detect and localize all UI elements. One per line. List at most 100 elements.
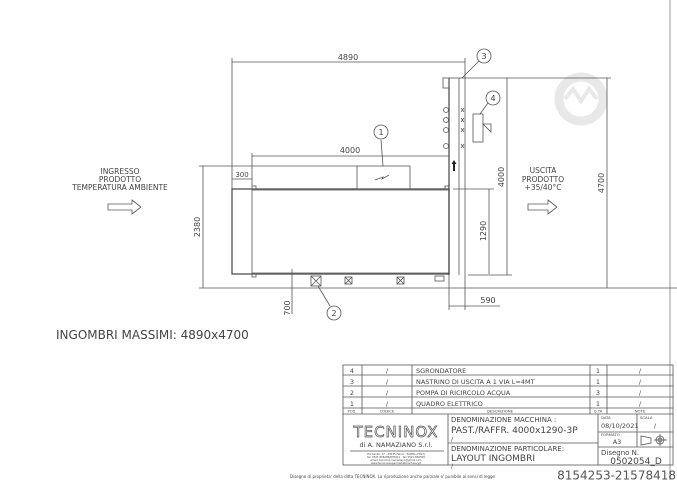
drawing-outlet-label-2: +35/40°C xyxy=(525,183,562,192)
dim-label-590: 590 xyxy=(480,296,495,305)
dim-label-2380: 2380 xyxy=(193,217,202,237)
title-block-address-2: email: tecninox.namaziano@gmail.com xyxy=(370,458,422,462)
dim-label-4700: 4700 xyxy=(597,173,606,193)
parts-list-rows-1-pos: 3 xyxy=(350,378,354,386)
title-block-drawing-no-label: Disegno N. xyxy=(601,449,639,457)
flow-arrow-icon xyxy=(451,160,457,171)
drawing-outlet-label-0: USCITA xyxy=(530,166,558,175)
company-name: di A. NAMAZIANO S.r.l. xyxy=(360,441,433,449)
parts-list-rows-3-description: QUADRO ELETTRICO xyxy=(416,400,483,408)
table-header: POS. CODICE DESCRIZIONE Q.TA NOTE xyxy=(348,409,646,414)
drawing-outlet-label-1: PRODOTTO xyxy=(522,175,564,184)
drip-unit xyxy=(472,113,492,143)
balloon-4: 4 xyxy=(479,90,501,115)
dim-label-700: 700 xyxy=(283,300,292,315)
parts-list-headers-notes: NOTE xyxy=(635,409,646,414)
parts-list-rows-0-code: / xyxy=(386,367,389,375)
parts-list-rows-1-notes: / xyxy=(639,378,642,386)
stamp-id: 8154253-21578418 xyxy=(557,469,676,480)
dim-label-300: 300 xyxy=(235,171,248,179)
electrical-panel xyxy=(356,139,411,190)
parts-list-rows-1-code: / xyxy=(386,378,389,386)
parts-list-rows-3-pos: 1 xyxy=(350,400,354,408)
machine-label: DENOMINAZIONE MACCHINA : xyxy=(451,416,556,424)
outlet-label: USCITA PRODOTTO +35/40°C xyxy=(522,166,564,215)
title-block-address-3: www.tecninoxsupermarketmachineryit xyxy=(371,461,421,465)
dim-outfeed-length: 4000 xyxy=(465,77,611,275)
dim-overall-width: 4890 xyxy=(231,53,466,189)
parts-list-rows-1-description: NASTRINO DI USCITA A 1 VIA L=4MT xyxy=(416,378,535,386)
parts-list-rows-0-pos: 4 xyxy=(350,367,354,375)
company-address: Via Canile, 27 - 43035 Felino - PARMA (I… xyxy=(367,452,425,465)
parts-list-headers-qty: Q.TA xyxy=(594,409,603,414)
drawing-balloons-0: 1 xyxy=(378,128,383,137)
title-block-scale-label: SCALA xyxy=(640,415,653,420)
dim-overall-height-right: 4700 xyxy=(597,78,608,288)
dim-label-4890: 4890 xyxy=(338,53,358,62)
inlet-label: INGRESSO PRODOTTO TEMPERATURA AMBIENTE xyxy=(71,167,168,215)
dim-label-1290: 1290 xyxy=(479,221,488,241)
table-row: 1 / QUADRO ELETTRICO 1 / xyxy=(350,400,642,408)
parts-list-rows-0-qty: 1 xyxy=(596,367,600,375)
title-block: TECNINOX di A. NAMAZIANO S.r.l. Via Cani… xyxy=(290,414,676,480)
parts-list-rows-3-qty: 1 xyxy=(596,400,600,408)
projection-symbol-icon xyxy=(640,434,667,446)
drawing-balloons-2: 3 xyxy=(481,52,486,61)
tunnel-outline xyxy=(231,185,450,278)
parts-list-rows-3-code: / xyxy=(386,400,389,408)
drawing-inlet-label-2: TEMPERATURA AMBIENTE xyxy=(71,183,168,192)
dim-clearance: 700 xyxy=(283,269,293,316)
format-value: A3 xyxy=(613,438,622,446)
drawing-inlet-label-1: PRODOTTO xyxy=(99,175,141,184)
dim-tunnel-length: 4000 xyxy=(251,146,449,186)
title-block-part-extra: / xyxy=(451,462,454,470)
dim-label-4000: 4000 xyxy=(340,146,360,155)
parts-list-rows-2-qty: 3 xyxy=(596,389,600,397)
parts-list-rows-2-pos: 2 xyxy=(350,389,354,397)
dim-offset: 300 xyxy=(232,171,252,180)
parts-list-rows-2-notes: / xyxy=(639,389,642,397)
parts-list-rows-1-qty: 1 xyxy=(596,378,600,386)
inlet-arrow-icon xyxy=(107,199,142,215)
balloon-3: 3 xyxy=(461,48,492,79)
tecninox-logo: TECNINOX xyxy=(352,423,438,441)
parts-list-headers-description: DESCRIZIONE xyxy=(487,409,514,414)
outfeed-conveyor xyxy=(442,77,466,275)
parts-list-headers-pos: POS. xyxy=(348,409,357,414)
dim-overall-height-left: 2380 xyxy=(193,165,677,289)
dim-outfeed-width: 590 xyxy=(448,275,500,310)
parts-list-rows-0-notes: / xyxy=(639,367,642,375)
parts-list-rows-2-code: / xyxy=(386,389,389,397)
table-row: 4 / SGRONDATORE 1 / xyxy=(350,367,642,375)
part-value: LAYOUT INGOMBRI xyxy=(451,454,535,464)
pumps xyxy=(310,275,445,307)
parts-list-rows-3-notes: / xyxy=(639,400,642,408)
balloon-1: 1 xyxy=(373,124,389,140)
date-value: 08/10/2021 xyxy=(601,422,638,430)
title-block-date-label: DATA xyxy=(601,415,611,420)
table-row: 3 / NASTRINO DI USCITA A 1 VIA L=4MT 1 / xyxy=(350,378,642,386)
outlet-arrow-icon xyxy=(527,199,558,215)
title-block-address-1: tel. 0521.806286/835911 - fax 0521.83659… xyxy=(367,455,425,459)
footer-notice: Disegno di proprieta' della ditta TECNIN… xyxy=(290,474,496,479)
dim-label-4000-right: 4000 xyxy=(497,167,506,187)
part-label: DENOMINAZIONE PARTICOLARE: xyxy=(451,445,564,453)
title-block-scale-value: / xyxy=(654,422,657,430)
drawing-inlet-label-0: INGRESSO xyxy=(100,167,139,176)
balloon-2: 2 xyxy=(326,305,342,321)
parts-list-table: 4 / SGRONDATORE 1 / 3 / NASTRINO DI USCI… xyxy=(342,364,674,466)
table-row: 2 / POMPA DI RICIRCOLO ACQUA 3 / xyxy=(350,389,642,397)
machine-value: PAST./RAFFR. 4000x1290-3P xyxy=(451,426,578,436)
parts-list-rows-0-description: SGRONDATORE xyxy=(416,367,466,375)
watermark-gear-icon xyxy=(554,72,608,126)
drawing-number: 0502054_D xyxy=(610,457,662,467)
parts-list-headers-code: CODICE xyxy=(380,409,395,414)
parts-list-rows-2-description: POMPA DI RICIRCOLO ACQUA xyxy=(416,389,511,397)
max-footprint-label: INGOMBRI MASSIMI: 4890x4700 xyxy=(56,328,249,342)
drawing-balloons-3: 4 xyxy=(490,94,495,103)
drawing-balloons-1: 2 xyxy=(331,309,336,318)
title-block-format-label: FORMATO xyxy=(601,432,620,437)
title-block-address-0: Via Canile, 27 - 43035 Felino - PARMA (I… xyxy=(367,452,425,456)
title-block-machine-extra: / xyxy=(451,435,454,443)
